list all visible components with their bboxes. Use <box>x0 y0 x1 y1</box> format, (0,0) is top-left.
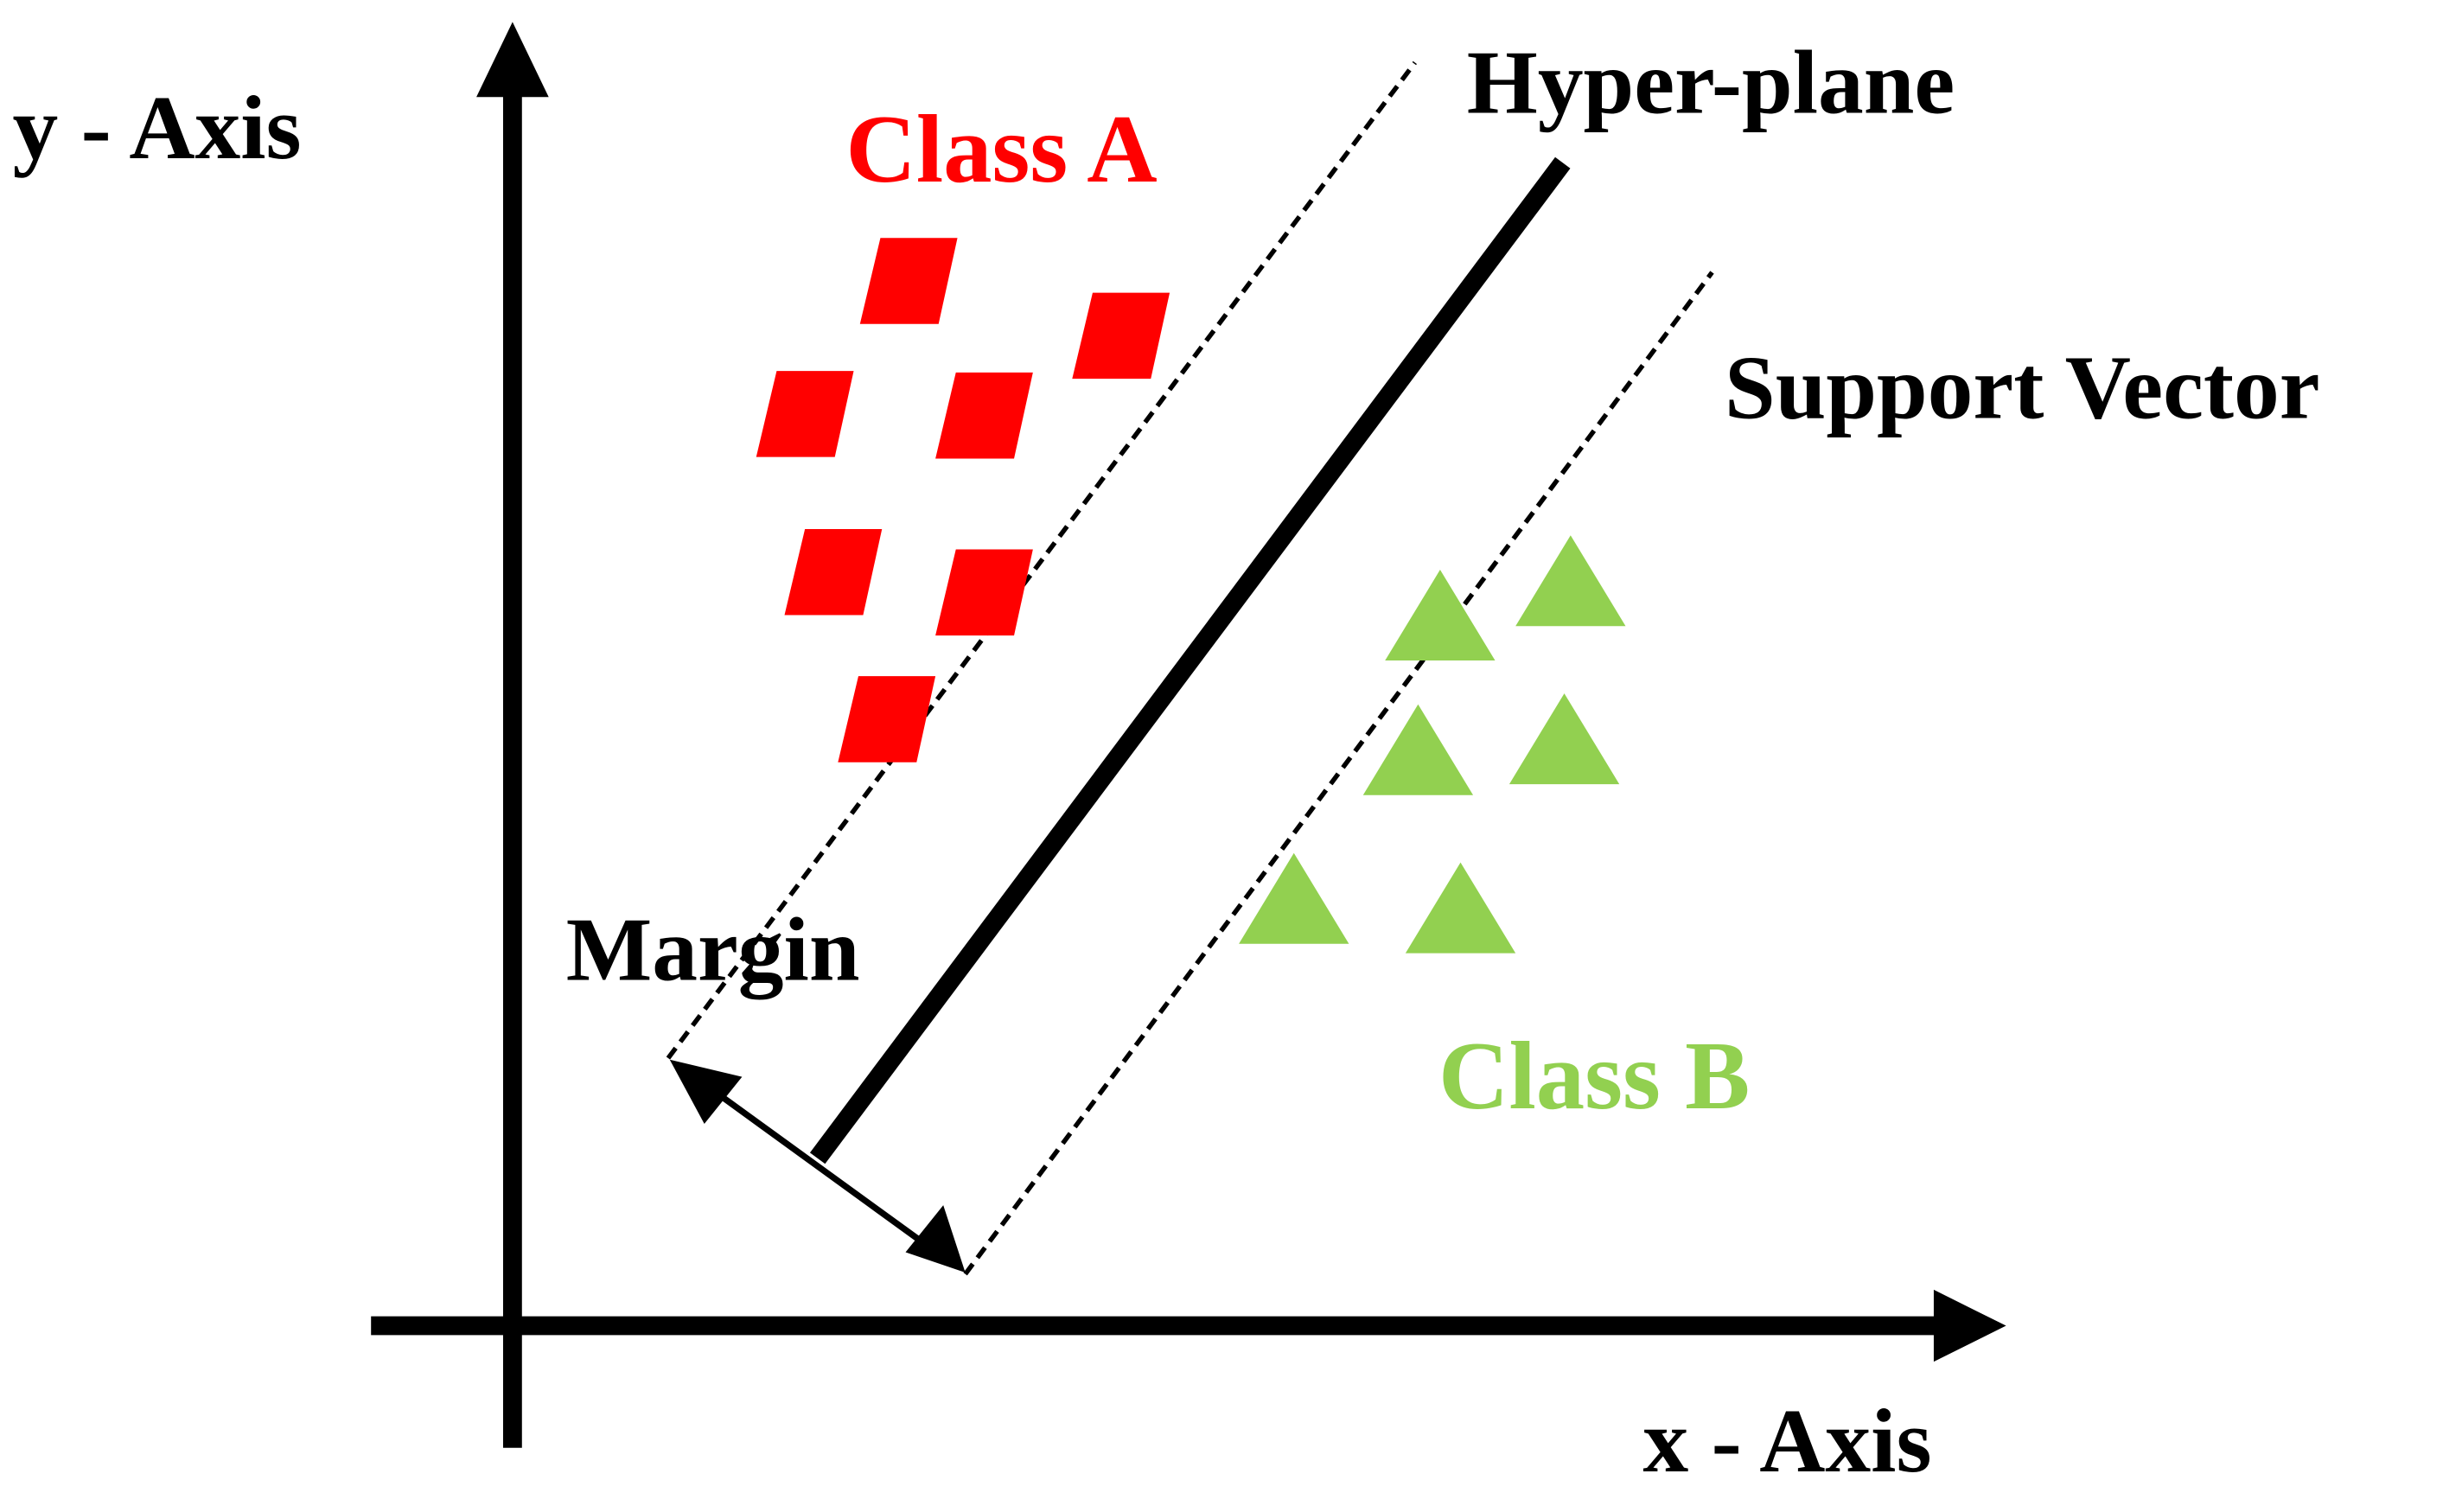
margin-label: Margin <box>566 899 860 1000</box>
class-a-marker <box>935 549 1033 636</box>
support-vector-lines <box>666 61 1714 1276</box>
class-a-markers <box>756 238 1170 762</box>
x-axis-label: x - Axis <box>1642 1390 1931 1491</box>
class-a-marker <box>859 238 958 324</box>
margin-arrow-shaft <box>705 1083 930 1249</box>
class-a-marker <box>838 676 936 762</box>
class-a-label: Class A <box>845 96 1157 203</box>
hyperplane-line <box>809 156 1571 1164</box>
class-b-marker <box>1362 704 1474 795</box>
margin-arrow-head-left <box>669 1059 743 1124</box>
class-b-marker <box>1239 852 1349 944</box>
class-a-marker <box>935 372 1033 459</box>
x-axis-arrowhead <box>1933 1289 2006 1362</box>
y-axis-label: y - Axis <box>13 77 302 178</box>
support-vector-line-upper <box>666 61 1417 1060</box>
class-b-marker <box>1385 570 1496 661</box>
support-vector-label: Support Vector <box>1725 337 2320 438</box>
class-b-marker <box>1405 862 1516 954</box>
class-b-marker <box>1508 693 1620 785</box>
axes <box>371 22 2006 1448</box>
margin-arrow-head-right <box>905 1205 966 1273</box>
class-b-marker <box>1515 535 1626 627</box>
support-vector-line-lower <box>963 271 1714 1276</box>
y-axis-arrowhead <box>476 22 549 98</box>
margin-arrow <box>669 1059 966 1273</box>
class-b-label: Class B <box>1438 1023 1750 1130</box>
class-a-marker <box>756 371 854 457</box>
class-a-marker <box>1072 292 1170 380</box>
class-b-markers <box>1239 535 1626 954</box>
hyperplane-label: Hyper-plane <box>1467 32 1955 133</box>
class-a-marker <box>784 528 883 616</box>
